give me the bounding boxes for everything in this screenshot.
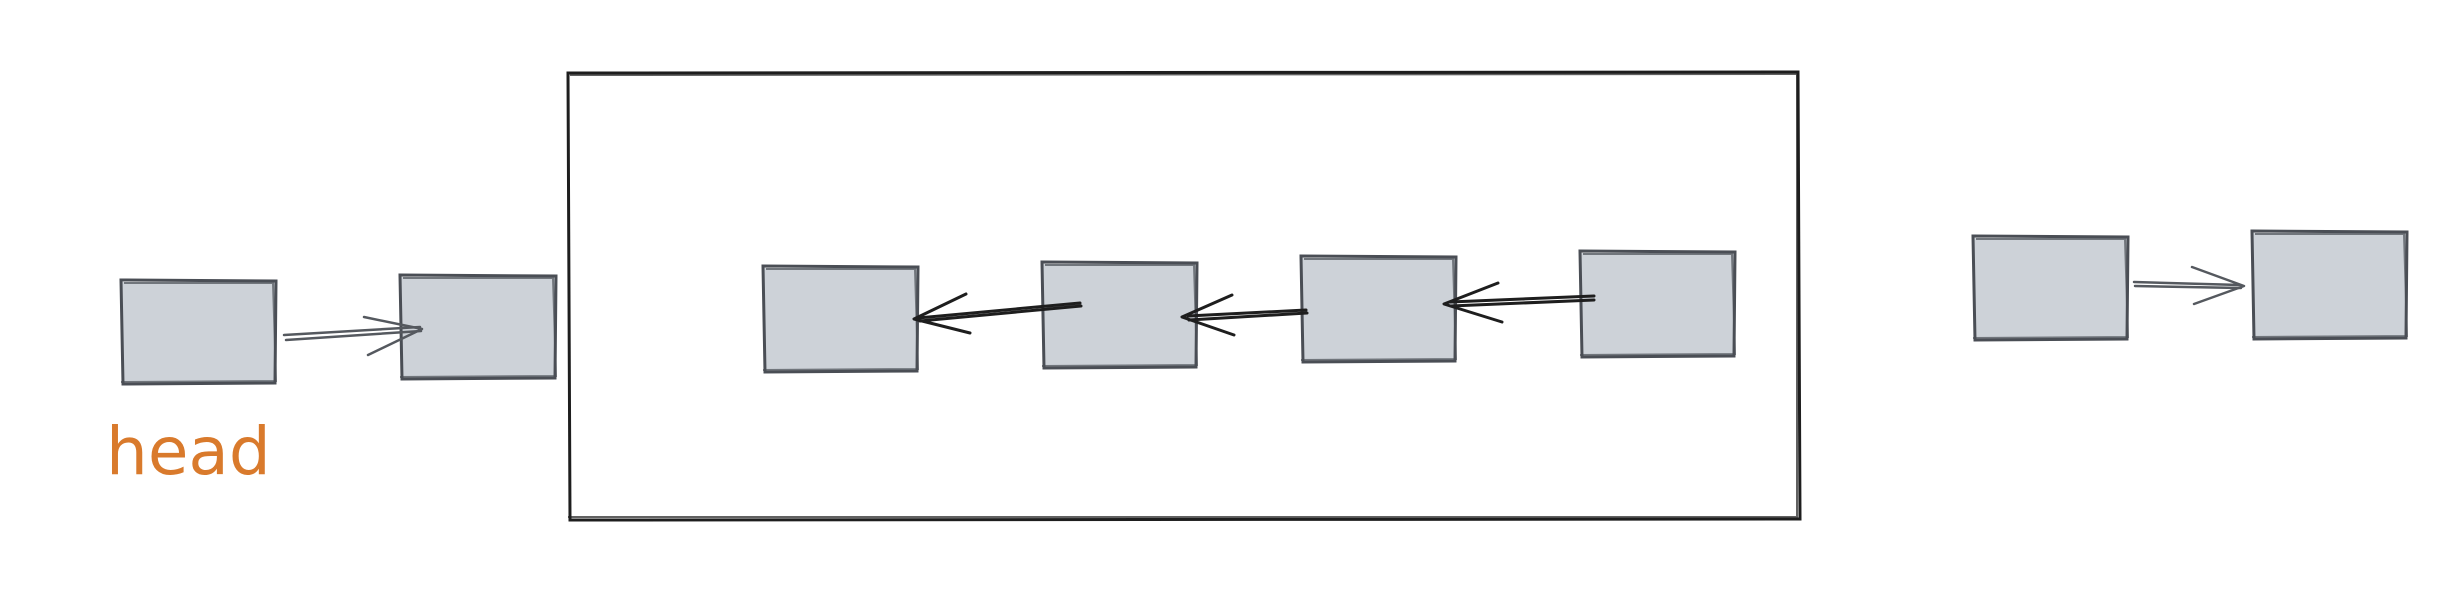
node-2: [398, 273, 558, 381]
arrow-reversed-2-to-1: [912, 292, 1083, 335]
reversed-node-1: [761, 264, 920, 374]
reversed-node-4: [1578, 249, 1737, 359]
arrow-tail-1-to-tail-2: [2132, 265, 2246, 306]
tail-node-2: [2250, 229, 2409, 341]
head-node: [119, 278, 278, 386]
head-label: head: [106, 413, 271, 490]
tail-node-1: [1971, 234, 2130, 342]
arrow-head-to-node-2: [282, 315, 424, 357]
reversed-node-3: [1299, 254, 1458, 364]
reversed-node-2: [1040, 260, 1199, 370]
arrow-reversed-3-to-2: [1180, 293, 1309, 337]
arrow-reversed-4-to-3: [1442, 281, 1596, 324]
reversed-group-frame: [566, 70, 1802, 522]
